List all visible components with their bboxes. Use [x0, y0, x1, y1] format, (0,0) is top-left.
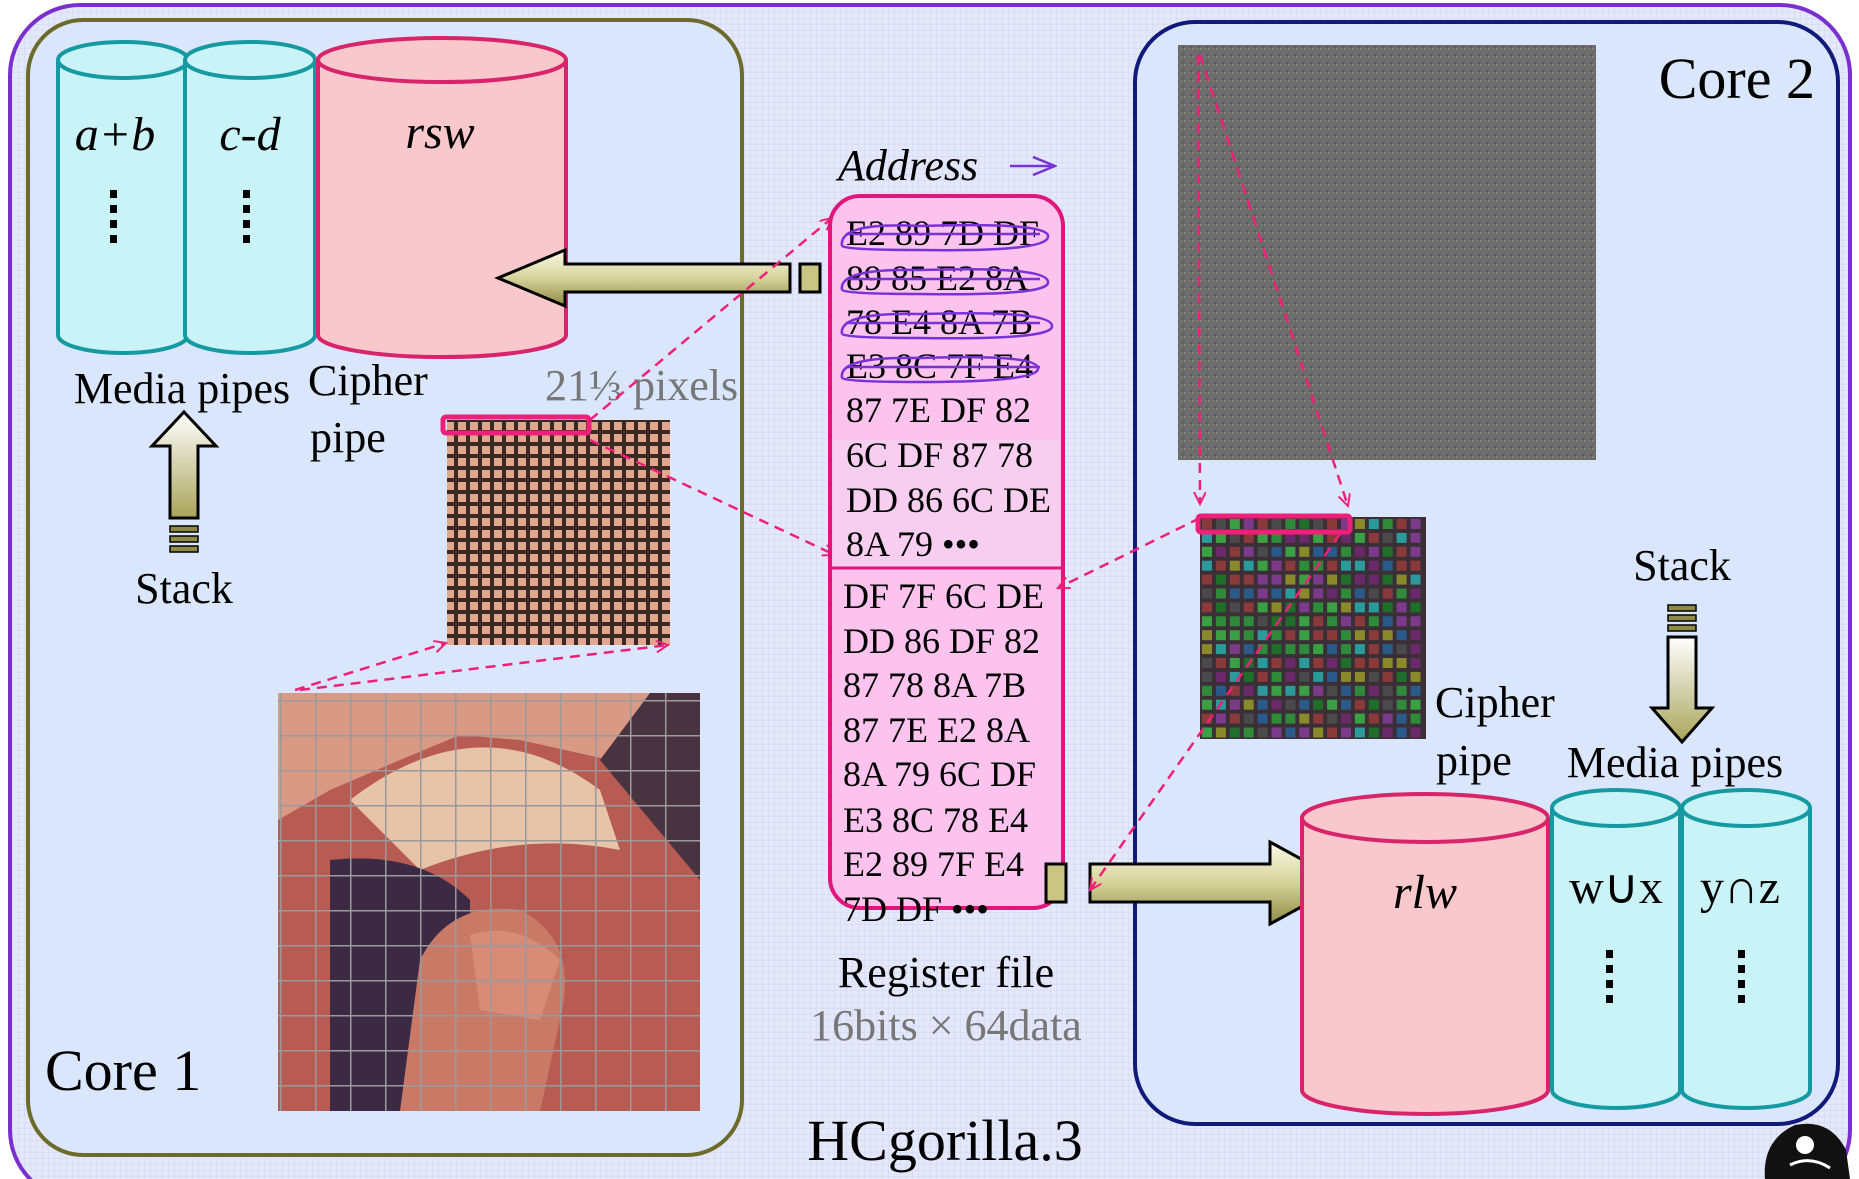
core1-cipher-label-line2: pipe: [310, 413, 386, 462]
register-address-label: Address: [835, 141, 978, 190]
encrypted-noise-image: [1178, 45, 1596, 460]
register-row: DF 7F 6C DE: [843, 576, 1044, 616]
core2-media-pipe-2: y∩z: [1680, 788, 1812, 1110]
register-row: 87 7E DF 82: [846, 390, 1031, 430]
register-file-label: Register file: [838, 948, 1054, 997]
register-row: 6C DF 87 78: [846, 435, 1033, 475]
core2-pipe2-op: y∩z: [1700, 861, 1780, 914]
core1-stack-label: Stack: [135, 564, 233, 613]
core1-cipher-label-line1: Cipher: [308, 356, 428, 405]
register-lower-rows: DF 7F 6C DE DD 86 DF 82 87 78 8A 7B 87 7…: [843, 576, 1044, 929]
plain-pixel-selection: [440, 414, 592, 436]
register-row: 87 7E E2 8A: [843, 710, 1030, 750]
diagram-title: HCgorilla.3: [807, 1108, 1082, 1173]
register-row: E3 8C 78 E4: [843, 800, 1028, 840]
register-row: 8A 79 •••: [846, 524, 980, 564]
plain-pixel-grid: [447, 420, 670, 645]
register-row: 8A 79 6C DF: [843, 754, 1036, 794]
core1-pipe1-op: a+b: [75, 108, 155, 161]
core2-stack-arrow-down: [1648, 604, 1716, 745]
register-upper-tint: [833, 440, 1060, 568]
core2-cipher-op: rlw: [1393, 866, 1457, 919]
core1-cipher-pipe: rsw: [316, 36, 568, 359]
core2-label: Core 2: [1659, 46, 1815, 111]
lena-image: [278, 693, 700, 1111]
core2-cipher-label-line2: pipe: [1436, 736, 1512, 785]
core2-pipe2-dots: [1738, 950, 1745, 1003]
cipher-pixel-cells: [1202, 519, 1421, 738]
core2-media-pipe-1: w∪x: [1550, 788, 1682, 1110]
register-row: 87 78 8A 7B: [843, 665, 1026, 705]
core1-stack-arrow-up: [148, 409, 220, 553]
core1-media-pipes-label: Media pipes: [74, 364, 290, 413]
core2-dashed-arrows: [1058, 54, 1348, 890]
core2-stack-label: Stack: [1633, 541, 1731, 590]
cipher-pixel-selection: [1195, 513, 1353, 535]
core1-pipe1-dots: [110, 190, 117, 243]
core2-pipe1-op: w∪x: [1569, 861, 1663, 914]
core2-pipe1-dots: [1606, 950, 1613, 1003]
core1-pipe2-dots: [243, 190, 250, 243]
register-row: 7D DF •••: [843, 889, 989, 929]
core2-transfer-arrow: [1044, 839, 1349, 927]
core1-media-pipe-1: a+b: [56, 40, 190, 355]
register-file-spec: 16bits × 64data: [810, 1001, 1082, 1050]
register-strike-lines: [840, 223, 1054, 384]
pixels-label: 21⅓ pixels: [545, 361, 738, 410]
register-row: DD 86 DF 82: [843, 621, 1040, 661]
core2-cipher-pipe: rlw: [1300, 792, 1550, 1116]
core1-dashed-arrows: [294, 218, 835, 692]
core1-pipe2-op: c-d: [219, 108, 281, 161]
core1-media-pipe-2: c-d: [183, 40, 317, 355]
register-row: E2 89 7F E4: [843, 844, 1024, 884]
register-row: DD 86 6C DE: [846, 480, 1051, 520]
core2-cipher-label-line1: Cipher: [1435, 678, 1555, 727]
core1-label: Core 1: [45, 1038, 201, 1103]
core1-transfer-arrow: [494, 247, 822, 309]
gorilla-logo-icon: [1764, 1123, 1850, 1179]
core1-cipher-op: rsw: [405, 106, 474, 159]
core2-media-pipes-label: Media pipes: [1567, 738, 1783, 787]
